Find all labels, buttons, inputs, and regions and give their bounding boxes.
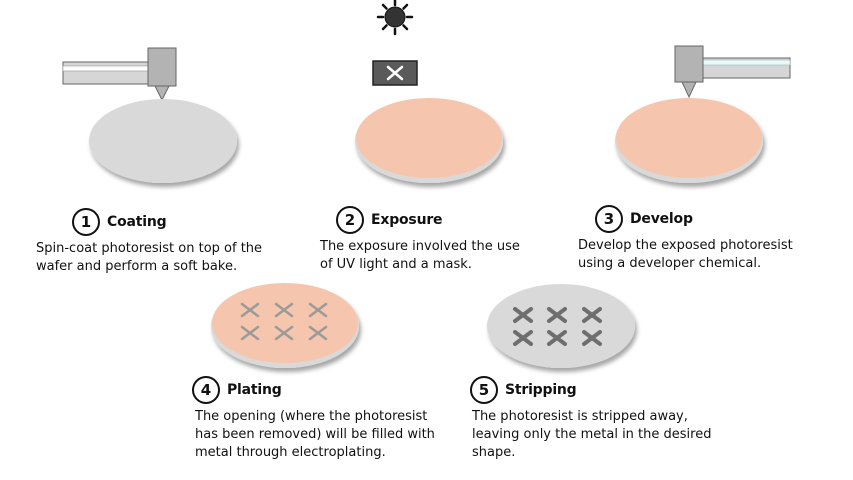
mask-icon bbox=[372, 60, 418, 86]
desc-line: The exposure involved the use bbox=[320, 239, 520, 254]
metal-x-mark bbox=[308, 325, 328, 341]
step-description: The opening (where the photoresist has b… bbox=[195, 408, 435, 462]
step-stripping: 5 Stripping The photoresist is stripped … bbox=[470, 376, 711, 462]
metal-x-mark bbox=[547, 330, 567, 346]
metal-x-mark bbox=[582, 307, 602, 323]
desc-line: wafer and perform a soft bake. bbox=[36, 259, 238, 274]
desc-line: The photoresist is stripped away, bbox=[472, 409, 688, 424]
step-plating: 4 Plating The opening (where the photore… bbox=[192, 376, 435, 462]
wafer-coating bbox=[89, 99, 237, 183]
desc-line: Spin-coat photoresist on top of the bbox=[36, 241, 263, 256]
metal-x-mark bbox=[240, 302, 260, 318]
desc-line: using a developer chemical. bbox=[578, 256, 762, 271]
metal-x-mark bbox=[513, 330, 533, 346]
desc-line: shape. bbox=[472, 445, 516, 460]
desc-line: of UV light and a mask. bbox=[320, 257, 472, 272]
dispenser-nozzle-icon bbox=[62, 47, 177, 102]
desc-line: Develop the exposed photoresist bbox=[578, 238, 793, 253]
wafer-plating bbox=[211, 283, 359, 368]
step-description: The photoresist is stripped away, leavin… bbox=[472, 408, 711, 462]
step-description: Develop the exposed photoresist using a … bbox=[578, 237, 793, 273]
step-description: The exposure involved the use of UV ligh… bbox=[320, 238, 520, 274]
developer-nozzle-icon bbox=[674, 45, 791, 99]
metal-pattern-plating bbox=[240, 302, 328, 341]
metal-x-mark bbox=[274, 325, 294, 341]
step-number: 2 bbox=[336, 206, 364, 234]
wafer-exposure bbox=[355, 98, 503, 183]
step-title: Plating bbox=[227, 382, 282, 398]
step-number: 5 bbox=[470, 376, 498, 404]
metal-x-mark bbox=[274, 302, 294, 318]
step-develop: 3 Develop Develop the exposed photoresis… bbox=[578, 205, 793, 273]
desc-line: leaving only the metal in the desired bbox=[472, 427, 712, 442]
step-title: Coating bbox=[107, 214, 167, 230]
step-coating: 1 Coating Spin-coat photoresist on top o… bbox=[36, 208, 262, 276]
step-number: 1 bbox=[72, 208, 100, 236]
step-number: 3 bbox=[595, 205, 623, 233]
step-description: Spin-coat photoresist on top of the wafe… bbox=[36, 240, 262, 276]
wafer-develop bbox=[615, 98, 763, 183]
metal-pattern-stripped bbox=[513, 307, 602, 346]
metal-x-mark bbox=[513, 307, 533, 323]
desc-line: The opening (where the photoresist bbox=[195, 409, 428, 424]
metal-x-mark bbox=[547, 307, 567, 323]
step-exposure: 2 Exposure The exposure involved the use… bbox=[320, 206, 520, 274]
desc-line: metal through electroplating. bbox=[195, 445, 386, 460]
step-number: 4 bbox=[192, 376, 220, 404]
desc-line: has been removed) will be filled with bbox=[195, 427, 435, 442]
metal-x-mark bbox=[308, 302, 328, 318]
step-title: Exposure bbox=[371, 212, 443, 228]
sun-icon bbox=[376, 0, 414, 36]
step-title: Stripping bbox=[505, 382, 577, 398]
step-title: Develop bbox=[630, 211, 693, 227]
metal-x-mark bbox=[240, 325, 260, 341]
metal-x-mark bbox=[582, 330, 602, 346]
wafer-stripping bbox=[487, 284, 635, 368]
